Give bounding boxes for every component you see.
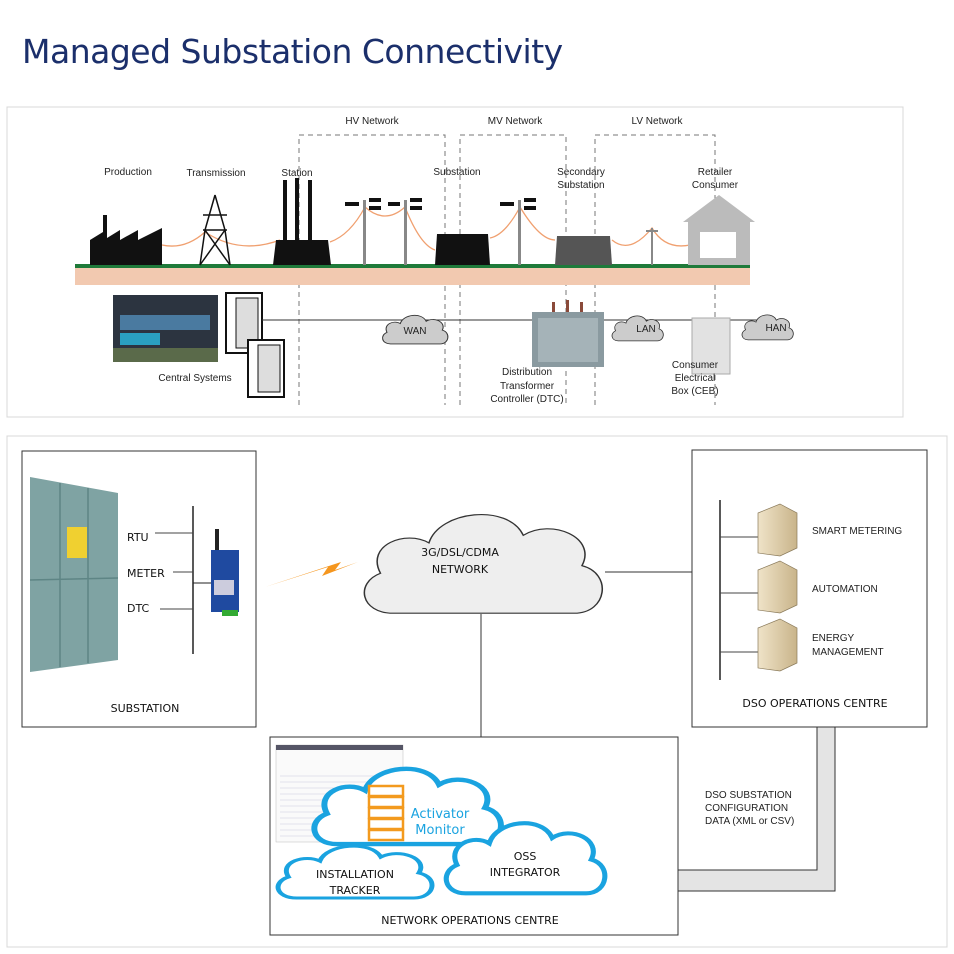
power-station-icon [273, 178, 331, 265]
installation-label-2: TRACKER [329, 884, 381, 897]
activator-label-1: Activator [411, 807, 470, 822]
dtc-label-1: Distribution [502, 367, 552, 378]
oss-label-1: OSS [514, 850, 537, 863]
architecture-panel: RTU METER DTC SUBSTATION 3G/DSL/CDMA NET… [6, 435, 948, 948]
config-data-label-2: CONFIGURATION [705, 803, 788, 814]
production-label: Production [104, 167, 152, 178]
house-icon [683, 195, 755, 265]
rtu-label: RTU [127, 531, 149, 544]
retailer-label-2: Consumer [692, 180, 739, 191]
dtc-label-3: Controller (DTC) [490, 394, 563, 405]
hv-poles-icon [345, 198, 658, 265]
meter-label: METER [127, 567, 165, 580]
dtc-label: DTC [127, 602, 150, 615]
network-cloud-label-2: NETWORK [432, 563, 489, 576]
transmission-label: Transmission [186, 168, 245, 179]
cellular-router-icon [211, 529, 239, 616]
wireless-lightning-icon [265, 562, 358, 587]
station-label: Station [281, 168, 312, 179]
dso-title: DSO OPERATIONS CENTRE [742, 697, 887, 710]
wan-label: WAN [404, 326, 427, 337]
server-icon [757, 560, 798, 614]
activator-server-icon [367, 784, 405, 842]
substation-label: Substation [433, 167, 480, 178]
dtc-label-2: Transformer [500, 381, 555, 392]
substation-icon [435, 234, 490, 265]
mv-network-label: MV Network [488, 116, 543, 127]
transformer-icon [532, 300, 604, 367]
consumer-electrical-box-icon [691, 317, 731, 375]
page-title: Managed Substation Connectivity [22, 32, 563, 71]
substation-title: SUBSTATION [111, 702, 180, 715]
retailer-label-1: Retailer [698, 167, 733, 178]
secondary-substation-label-1: Secondary [557, 167, 605, 178]
grid-overview-panel: HV Network MV Network LV Network Product… [6, 106, 904, 418]
pylon-icon [199, 194, 231, 266]
lan-label: LAN [636, 324, 655, 335]
server-icons [720, 503, 798, 672]
server-label-energy-2: MANAGEMENT [812, 647, 884, 658]
substation-door-photo [29, 477, 119, 672]
server-icon [757, 503, 798, 557]
installation-label-1: INSTALLATION [316, 868, 394, 881]
lv-network-label: LV Network [632, 116, 684, 127]
dso-operations-box [691, 449, 928, 728]
oss-label-2: INTEGRATOR [490, 866, 561, 879]
server-label-smart-metering: SMART METERING [812, 526, 902, 537]
server-icon [757, 618, 798, 672]
config-data-label-1: DSO SUBSTATION [705, 790, 792, 801]
ground-line [75, 264, 750, 268]
hv-network-label: HV Network [345, 116, 399, 127]
server-label-energy-1: ENERGY [812, 633, 855, 644]
ceb-label-3: Box (CEB) [671, 386, 718, 397]
soil-band [75, 268, 750, 285]
han-label: HAN [765, 323, 786, 334]
network-cloud-label-1: 3G/DSL/CDMA [421, 546, 499, 559]
activator-label-2: Monitor [415, 823, 465, 838]
server-rack-icon [225, 292, 285, 398]
central-systems-label: Central Systems [158, 373, 231, 384]
factory-icon [90, 215, 162, 265]
secondary-substation-icon [555, 236, 612, 265]
server-label-automation: AUTOMATION [812, 584, 878, 595]
config-data-label-3: DATA (XML or CSV) [705, 816, 794, 827]
secondary-substation-label-2: Substation [557, 180, 604, 191]
control-room-photo [113, 295, 218, 362]
ceb-label-2: Electrical [675, 373, 716, 384]
ceb-label-1: Consumer [672, 360, 719, 371]
noc-title: NETWORK OPERATIONS CENTRE [381, 914, 558, 927]
